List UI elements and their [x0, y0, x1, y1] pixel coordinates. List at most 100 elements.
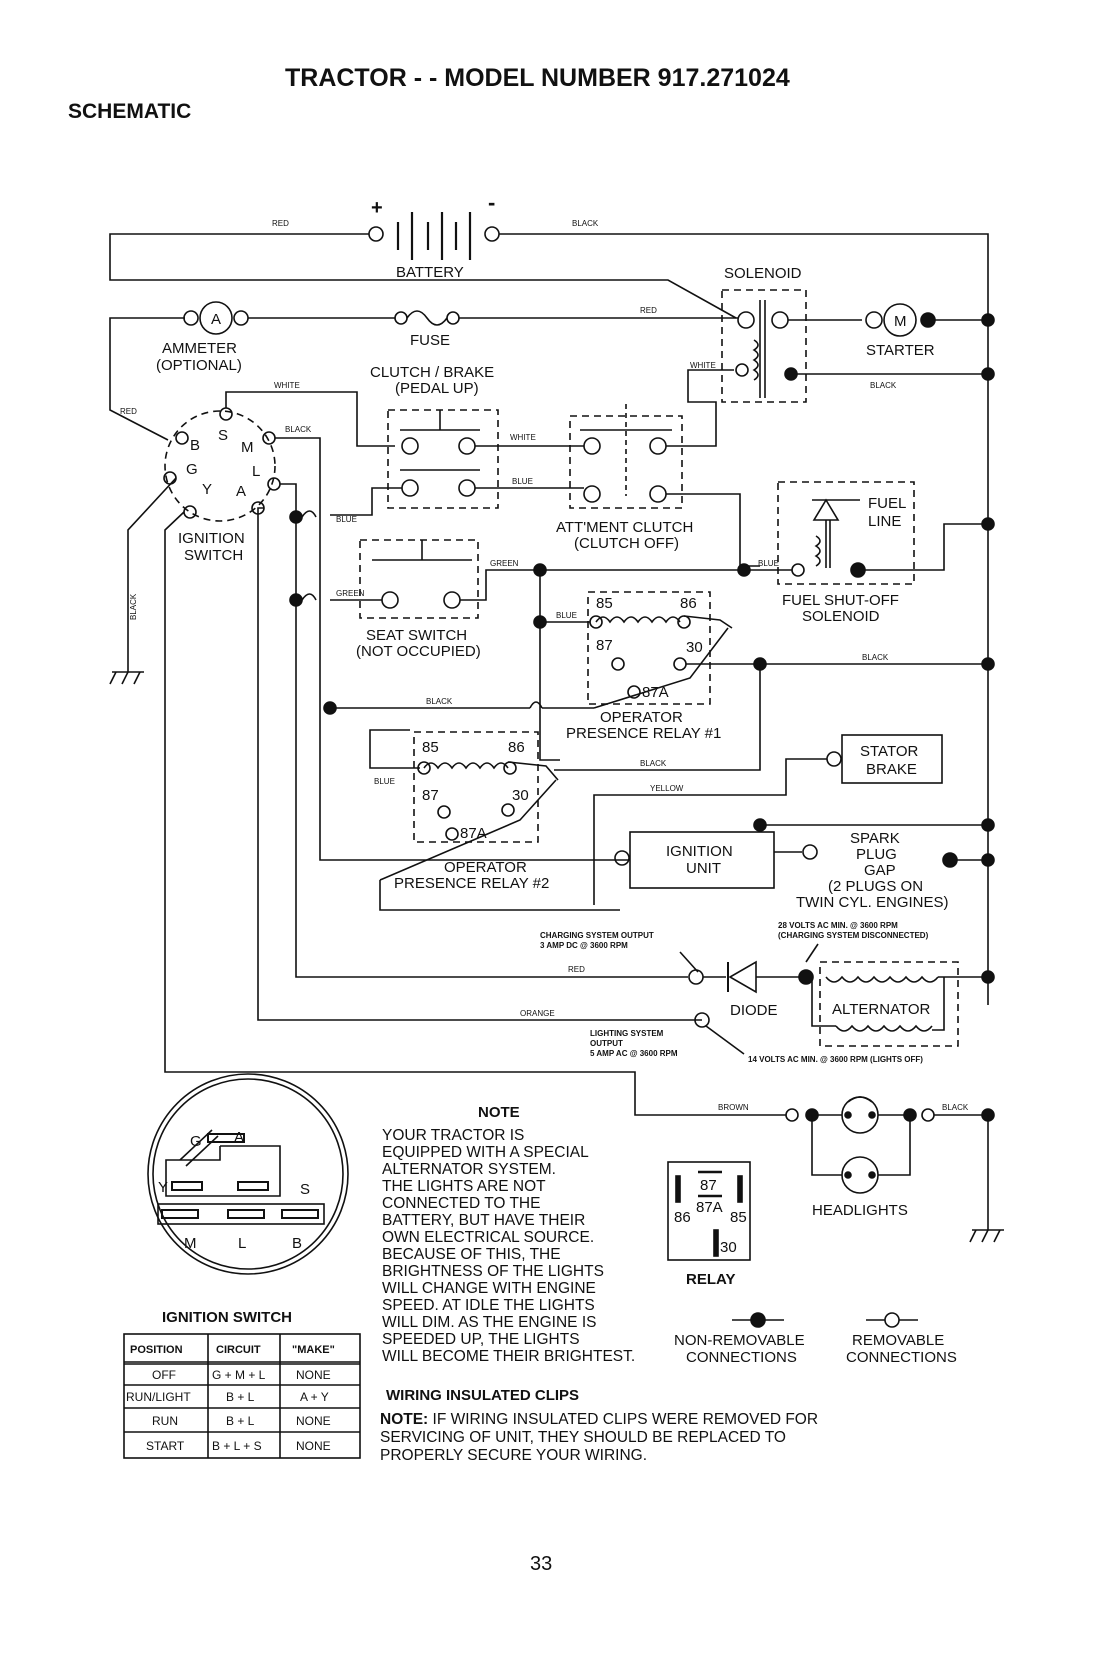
clutch-brake-switch: CLUTCH / BRAKE (PEDAL UP) WHITE BLUE BLU…	[289, 364, 584, 524]
clips-prefix: NOTE:	[380, 1411, 428, 1428]
table-cell: NONE	[296, 1368, 331, 1382]
wire-black-relay1: BLACK	[862, 653, 889, 662]
wire-blue-clutch: BLUE	[512, 477, 533, 486]
stator-brake: STATOR BRAKE YELLOW	[593, 734, 943, 905]
ignition-unit-label-2: UNIT	[686, 860, 721, 877]
starter-symbol: M	[894, 313, 907, 330]
wire-orange: ORANGE	[520, 1009, 555, 1018]
charging-system: CHARGING SYSTEM OUTPUT 3 AMP DC @ 3600 R…	[520, 921, 995, 1064]
spark-label-1: SPARK	[850, 830, 900, 847]
section-title: SCHEMATIC	[68, 100, 191, 123]
attachment-clutch-label-1: ATT'MENT CLUTCH	[556, 519, 693, 536]
table-cell: OFF	[152, 1368, 176, 1382]
battery-label: BATTERY	[396, 264, 464, 281]
spark-label-4: (2 PLUGS ON	[828, 878, 923, 895]
alternator-label: ALTERNATOR	[832, 1001, 931, 1018]
charging-spec-1: CHARGING SYSTEM OUTPUT	[540, 931, 654, 940]
clips-line-3: PROPERLY SECURE YOUR WIRING.	[380, 1447, 647, 1464]
wire-brown: BROWN	[718, 1103, 749, 1112]
relay2-pin-30: 30	[512, 787, 529, 804]
table-cell: G + M + L	[212, 1368, 266, 1382]
switch-terminal-g: G	[186, 461, 198, 478]
wire-green-right: GREEN	[490, 559, 519, 568]
seat-switch-label-1: SEAT SWITCH	[366, 627, 467, 644]
relay2-pin-87: 87	[422, 787, 439, 804]
page-title: TRACTOR - - MODEL NUMBER 917.271024	[285, 64, 790, 92]
table-cell: START	[146, 1439, 185, 1453]
relay2-pin-85: 85	[422, 739, 439, 756]
legend-removable-1: REMOVABLE	[852, 1332, 944, 1349]
lighting-spec-1: LIGHTING SYSTEM	[590, 1029, 664, 1038]
relay1-label-1: OPERATOR	[600, 709, 683, 726]
note-line: WILL BECOME THEIR BRIGHTEST.	[382, 1348, 635, 1365]
wire-yellow: YELLOW	[650, 784, 684, 793]
relay2-label-2: PRESENCE RELAY #2	[394, 875, 549, 892]
diode-label: DIODE	[730, 1002, 778, 1019]
wire-white-clutch: WHITE	[510, 433, 536, 442]
note-line: WILL CHANGE WITH ENGINE	[382, 1280, 596, 1297]
table-cell: B + L	[226, 1390, 255, 1404]
headlights: BROWN BLACK HEADLIGHTS	[718, 1096, 1004, 1243]
note-line: OWN ELECTRICAL SOURCE.	[382, 1229, 594, 1246]
seat-switch-label-2: (NOT OCCUPIED)	[356, 643, 481, 660]
relay-pinout: 87 87A 86 85 30 RELAY	[667, 1161, 751, 1288]
relay1-pin-30: 30	[686, 639, 703, 656]
relay-pin-87: 87	[700, 1177, 717, 1194]
battery: + - BATTERY	[368, 190, 500, 281]
wire-green-seat: GREEN	[336, 589, 365, 598]
table-cell: NONE	[296, 1439, 331, 1453]
ammeter: A AMMETER (OPTIONAL) RED	[109, 301, 395, 441]
clips-text-1: IF WIRING INSULATED CLIPS WERE REMOVED F…	[428, 1411, 818, 1428]
ammeter-label-2: (OPTIONAL)	[156, 357, 242, 374]
relay1-pin-86: 86	[680, 595, 697, 612]
wire-red-ammeter: RED	[120, 407, 137, 416]
legend-nonremovable-2: CONNECTIONS	[686, 1349, 797, 1366]
legend-nonremovable-1: NON-REMOVABLE	[674, 1332, 805, 1349]
relay1-pin-87: 87	[596, 637, 613, 654]
battery-minus: -	[488, 190, 495, 215]
spark-label-3: GAP	[864, 862, 896, 879]
relay2-label-1: OPERATOR	[444, 859, 527, 876]
solenoid: SOLENOID RED WHITE	[640, 265, 807, 403]
switch-terminal-a: A	[236, 483, 246, 500]
starter: M STARTER BLACK	[788, 303, 995, 390]
relay-caption: RELAY	[686, 1271, 735, 1288]
volts-14-spec: 14 VOLTS AC MIN. @ 3600 RPM (LIGHTS OFF)	[748, 1055, 923, 1064]
fuel-solenoid-label-2: SOLENOID	[802, 608, 880, 625]
attachment-clutch-switch: ATT'MENT CLUTCH (CLUTCH OFF)	[556, 369, 760, 567]
fuse-label: FUSE	[410, 332, 450, 349]
stator-brake-label-2: BRAKE	[866, 761, 917, 778]
wire-white-switch: WHITE	[274, 381, 300, 390]
battery-wiring: RED BLACK	[109, 219, 989, 1005]
switch-terminal-l: L	[252, 463, 260, 480]
note-line: THE LIGHTS ARE NOT	[382, 1178, 546, 1195]
volts-28-spec-2: (CHARGING SYSTEM DISCONNECTED)	[778, 931, 929, 940]
clips-heading: WIRING INSULATED CLIPS	[386, 1387, 579, 1404]
volts-28-spec-1: 28 VOLTS AC MIN. @ 3600 RPM	[778, 921, 898, 930]
relay-pin-30: 30	[720, 1239, 737, 1256]
relay2-pin-86: 86	[508, 739, 525, 756]
relay1-pin-87a: 87A	[642, 684, 669, 701]
table-cell: B + L + S	[212, 1439, 262, 1453]
switch-terminal-s: S	[218, 427, 228, 444]
table-cell: NONE	[296, 1414, 331, 1428]
table-cell: RUN	[152, 1414, 178, 1428]
ignition-unit: IGNITION UNIT SPARK PLUG GAP (2 PLUGS ON…	[614, 818, 995, 911]
wire-blue-relay2: BLUE	[374, 777, 395, 786]
spark-label-2: PLUG	[856, 846, 897, 863]
operator-presence-relay-2: BLUE 85 86 87 30 87A OPERATOR PRESENCE R…	[369, 729, 620, 911]
table-cell: B + L	[226, 1414, 255, 1428]
relay-pin-86: 86	[674, 1209, 691, 1226]
relay1-pin-85: 85	[596, 595, 613, 612]
wire-red-top: RED	[272, 219, 289, 228]
lighting-spec-2: OUTPUT	[590, 1039, 623, 1048]
ignition-switch-label-1: IGNITION	[178, 530, 245, 547]
connection-legend: NON-REMOVABLE CONNECTIONS REMOVABLE CONN…	[674, 1312, 957, 1366]
headlights-label: HEADLIGHTS	[812, 1202, 908, 1219]
wire-red-diode: RED	[568, 965, 585, 974]
wire-black-headlights: BLACK	[942, 1103, 969, 1112]
legend-removable-2: CONNECTIONS	[846, 1349, 957, 1366]
ammeter-symbol: A	[211, 311, 221, 328]
clips-line-1: NOTE: IF WIRING INSULATED CLIPS WERE REM…	[380, 1411, 818, 1428]
